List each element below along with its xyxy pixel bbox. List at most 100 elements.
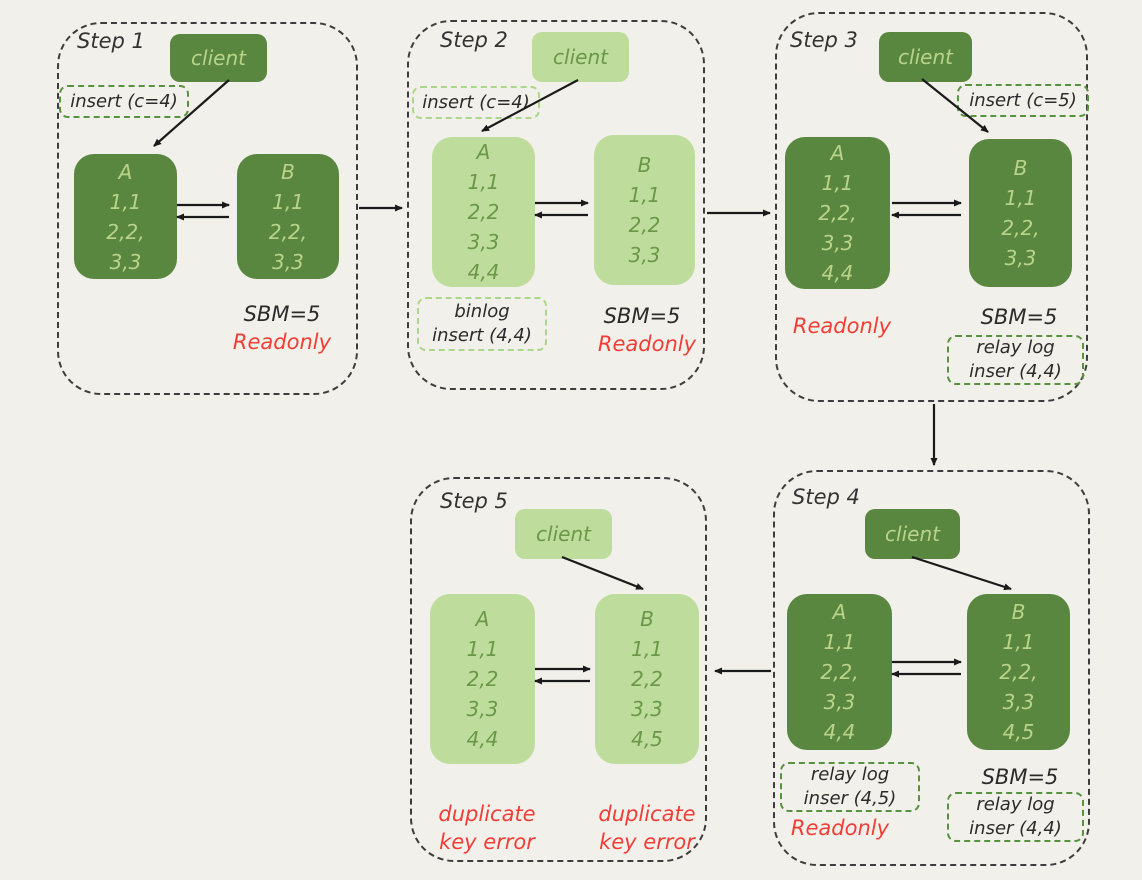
node-b: B 1,1 2,2 3,3 4,5 bbox=[595, 594, 699, 764]
sbm-text: SBM=5 bbox=[243, 302, 321, 326]
insert-annotation-text: insert (c=4) bbox=[422, 91, 530, 113]
node-row: 3,3 bbox=[1004, 246, 1037, 270]
duplicate-key-error-text: duplicate key error bbox=[582, 800, 712, 856]
relay-log-annotation: relay log inser (4,5) bbox=[780, 762, 920, 812]
node-title: B bbox=[1011, 600, 1026, 624]
node-title: A bbox=[476, 140, 491, 164]
node-row: 3,3 bbox=[109, 249, 142, 274]
relay-log-line: relay log bbox=[810, 764, 890, 785]
binlog-line: binlog bbox=[454, 301, 510, 322]
relay-log-line: inser (4,4) bbox=[969, 361, 1062, 382]
node-row: 3,3 bbox=[272, 249, 304, 274]
panel-step-3: Step 3 client insert (c=5) A 1,1 2,2, 3,… bbox=[775, 12, 1089, 402]
client-label: client bbox=[536, 522, 591, 546]
client-label: client bbox=[191, 46, 246, 70]
node-row: 2,2 bbox=[466, 667, 499, 691]
node-row: 1,1 bbox=[628, 183, 661, 207]
node-row: 4,5 bbox=[1002, 720, 1035, 744]
node-row: 3,3 bbox=[631, 697, 663, 721]
node-title: B bbox=[281, 159, 295, 184]
node-title: B bbox=[640, 607, 654, 631]
node-row: 2,2, bbox=[268, 219, 308, 244]
node-row: 3,3 bbox=[821, 231, 854, 255]
step-label: Step 4 bbox=[792, 485, 860, 509]
client-node: client bbox=[515, 509, 612, 559]
error-line: key error bbox=[599, 830, 695, 854]
client-label: client bbox=[885, 522, 940, 546]
readonly-text: Readonly bbox=[792, 314, 892, 338]
readonly-text: Readonly bbox=[790, 816, 890, 840]
node-row: 1,1 bbox=[467, 170, 500, 194]
node-b: B 1,1 2,2, 3,3 bbox=[237, 154, 339, 279]
panel-step-2: Step 2 client insert (c=4) A 1,1 2,2 3,3… bbox=[407, 20, 705, 390]
relay-log-line: relay log bbox=[976, 794, 1055, 815]
relay-log-line: relay log bbox=[976, 337, 1055, 358]
node-b: B 1,1 2,2 3,3 bbox=[594, 135, 695, 285]
node-row: 3,3 bbox=[467, 230, 500, 254]
node-row: 3,3 bbox=[628, 243, 661, 267]
insert-annotation: insert (c=4) bbox=[59, 85, 189, 118]
node-row: 2,2 bbox=[631, 667, 663, 691]
node-row: 4,4 bbox=[467, 260, 500, 284]
node-a: A 1,1 2,2, 3,3 4,4 bbox=[787, 594, 892, 750]
node-row: 4,4 bbox=[823, 720, 856, 744]
relay-log-line: inser (4,5) bbox=[803, 788, 897, 809]
node-title: A bbox=[832, 600, 847, 624]
error-line: key error bbox=[439, 830, 535, 854]
relay-log-annotation: relay log inser (4,4) bbox=[947, 335, 1084, 385]
relay-log-line: inser (4,4) bbox=[969, 818, 1062, 839]
node-row: 4,4 bbox=[466, 727, 499, 751]
panel-step-1: Step 1 client insert (c=4) A 1,1 2,2, 3,… bbox=[57, 22, 358, 395]
node-title: A bbox=[475, 607, 490, 631]
node-title: B bbox=[637, 153, 652, 177]
node-row: 1,1 bbox=[466, 637, 499, 661]
node-row: 2,2, bbox=[820, 660, 859, 684]
sbm-text: SBM=5 bbox=[980, 305, 1058, 329]
relay-log-annotation: relay log inser (4,4) bbox=[947, 792, 1084, 842]
node-row: 3,3 bbox=[1002, 690, 1035, 714]
node-row: 3,3 bbox=[823, 690, 856, 714]
node-b: B 1,1 2,2, 3,3 bbox=[969, 139, 1072, 287]
node-row: 1,1 bbox=[823, 630, 856, 654]
node-title: A bbox=[830, 141, 845, 165]
node-a: A 1,1 2,2 3,3 4,4 bbox=[430, 594, 535, 764]
readonly-text: Readonly bbox=[232, 330, 332, 354]
node-b: B 1,1 2,2, 3,3 4,5 bbox=[967, 594, 1070, 750]
panel-step-4: Step 4 client A 1,1 2,2, 3,3 4,4 B 1,1 2… bbox=[773, 470, 1090, 866]
node-row: 2,2 bbox=[467, 200, 500, 224]
binlog-annotation: binlog insert (4,4) bbox=[417, 297, 547, 351]
client-label: client bbox=[898, 45, 953, 69]
node-row: 2,2, bbox=[999, 660, 1038, 684]
node-row: 1,1 bbox=[109, 189, 142, 214]
client-node: client bbox=[865, 509, 960, 559]
step-label: Step 3 bbox=[790, 28, 858, 52]
node-row: 1,1 bbox=[1002, 630, 1035, 654]
readonly-text: Readonly bbox=[597, 332, 697, 356]
node-a: A 1,1 2,2, 3,3 bbox=[74, 154, 177, 279]
binlog-line: insert (4,4) bbox=[432, 325, 532, 346]
node-title: A bbox=[118, 159, 133, 184]
node-row: 4,4 bbox=[821, 261, 854, 285]
node-row: 1,1 bbox=[631, 637, 663, 661]
sbm-text: SBM=5 bbox=[981, 765, 1059, 789]
client-label: client bbox=[553, 45, 608, 69]
node-row: 2,2 bbox=[628, 213, 661, 237]
node-title: B bbox=[1013, 156, 1028, 180]
step-label: Step 5 bbox=[440, 489, 508, 513]
client-node: client bbox=[879, 32, 972, 82]
client-node: client bbox=[532, 32, 629, 82]
node-row: 2,2, bbox=[106, 219, 145, 244]
sbm-text: SBM=5 bbox=[603, 304, 681, 328]
insert-annotation-text: insert (c=4) bbox=[70, 90, 178, 112]
step-label: Step 2 bbox=[440, 28, 508, 52]
node-row: 1,1 bbox=[272, 189, 304, 214]
node-a: A 1,1 2,2, 3,3 4,4 bbox=[785, 137, 890, 289]
error-line: duplicate bbox=[598, 802, 696, 826]
node-row: 2,2, bbox=[818, 201, 857, 225]
error-line: duplicate bbox=[438, 802, 536, 826]
step-label: Step 1 bbox=[77, 29, 145, 53]
insert-annotation-text: insert (c=5) bbox=[969, 89, 1077, 111]
node-row: 1,1 bbox=[1004, 186, 1037, 210]
node-row: 4,5 bbox=[631, 727, 663, 751]
